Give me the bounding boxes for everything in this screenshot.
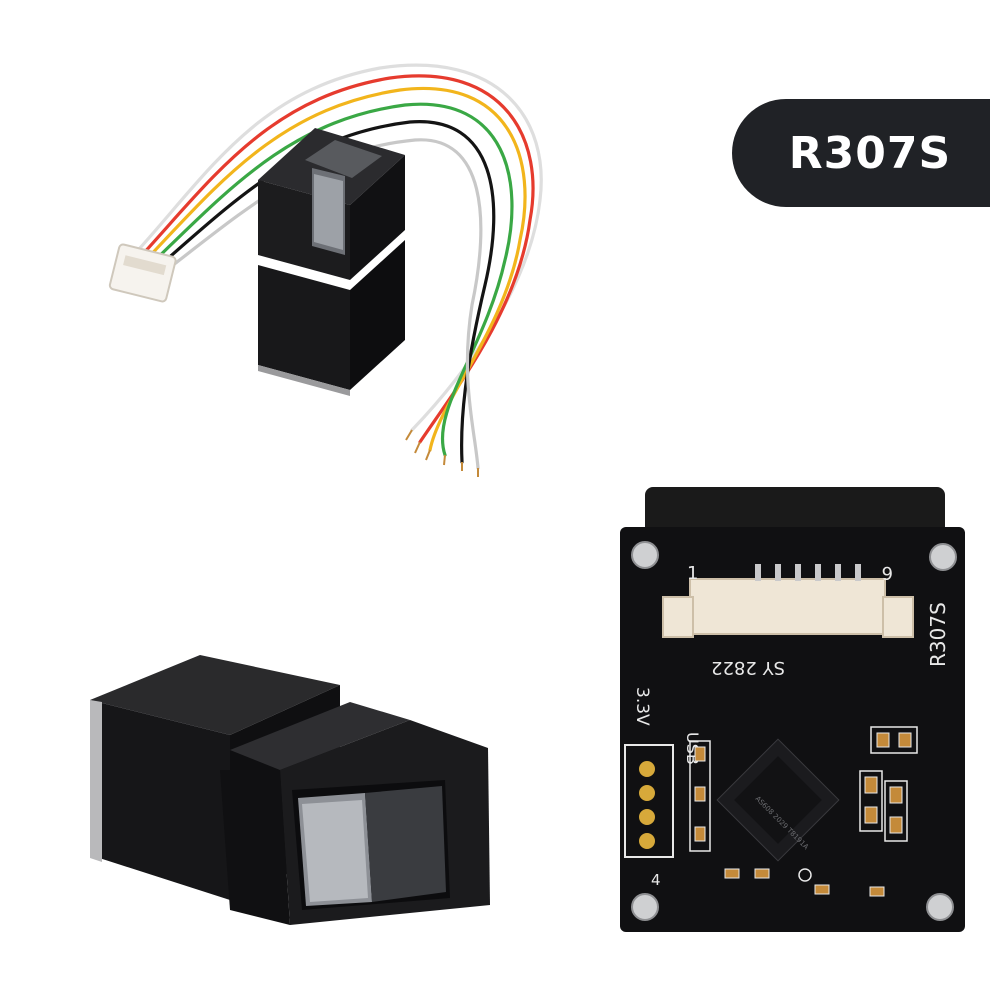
batch-code-label: SY 2822 <box>711 657 785 678</box>
smd-components <box>694 732 912 897</box>
voltage-label: 3.3V <box>632 687 652 726</box>
pin-first-label: 1 <box>687 563 698 584</box>
sensor-top-edge <box>645 487 945 537</box>
sensor-glass-window <box>292 780 450 910</box>
fingerprint-sensor-body <box>258 128 405 396</box>
pcb-model-label: R307S <box>926 602 950 667</box>
sensor-with-cable-image <box>108 63 543 477</box>
pin-four-label: 4 <box>651 871 661 889</box>
pin-last-label: 6 <box>882 562 893 583</box>
model-badge: R307S <box>732 99 990 207</box>
board-connector <box>662 564 914 638</box>
pcb-back-image: 1 6 R307S SY 2822 3.3V USB 4 AS608 2029 … <box>620 487 965 932</box>
wire-tips <box>405 429 479 477</box>
sensor-closeup-image <box>90 655 490 925</box>
model-badge-label: R307S <box>788 127 952 179</box>
jst-connector <box>108 243 177 303</box>
controller-chip: AS608 2029 T8191A <box>716 738 840 862</box>
mounting-screws <box>631 541 957 921</box>
header-pads <box>624 744 674 858</box>
silkscreen-outlines <box>689 726 918 882</box>
